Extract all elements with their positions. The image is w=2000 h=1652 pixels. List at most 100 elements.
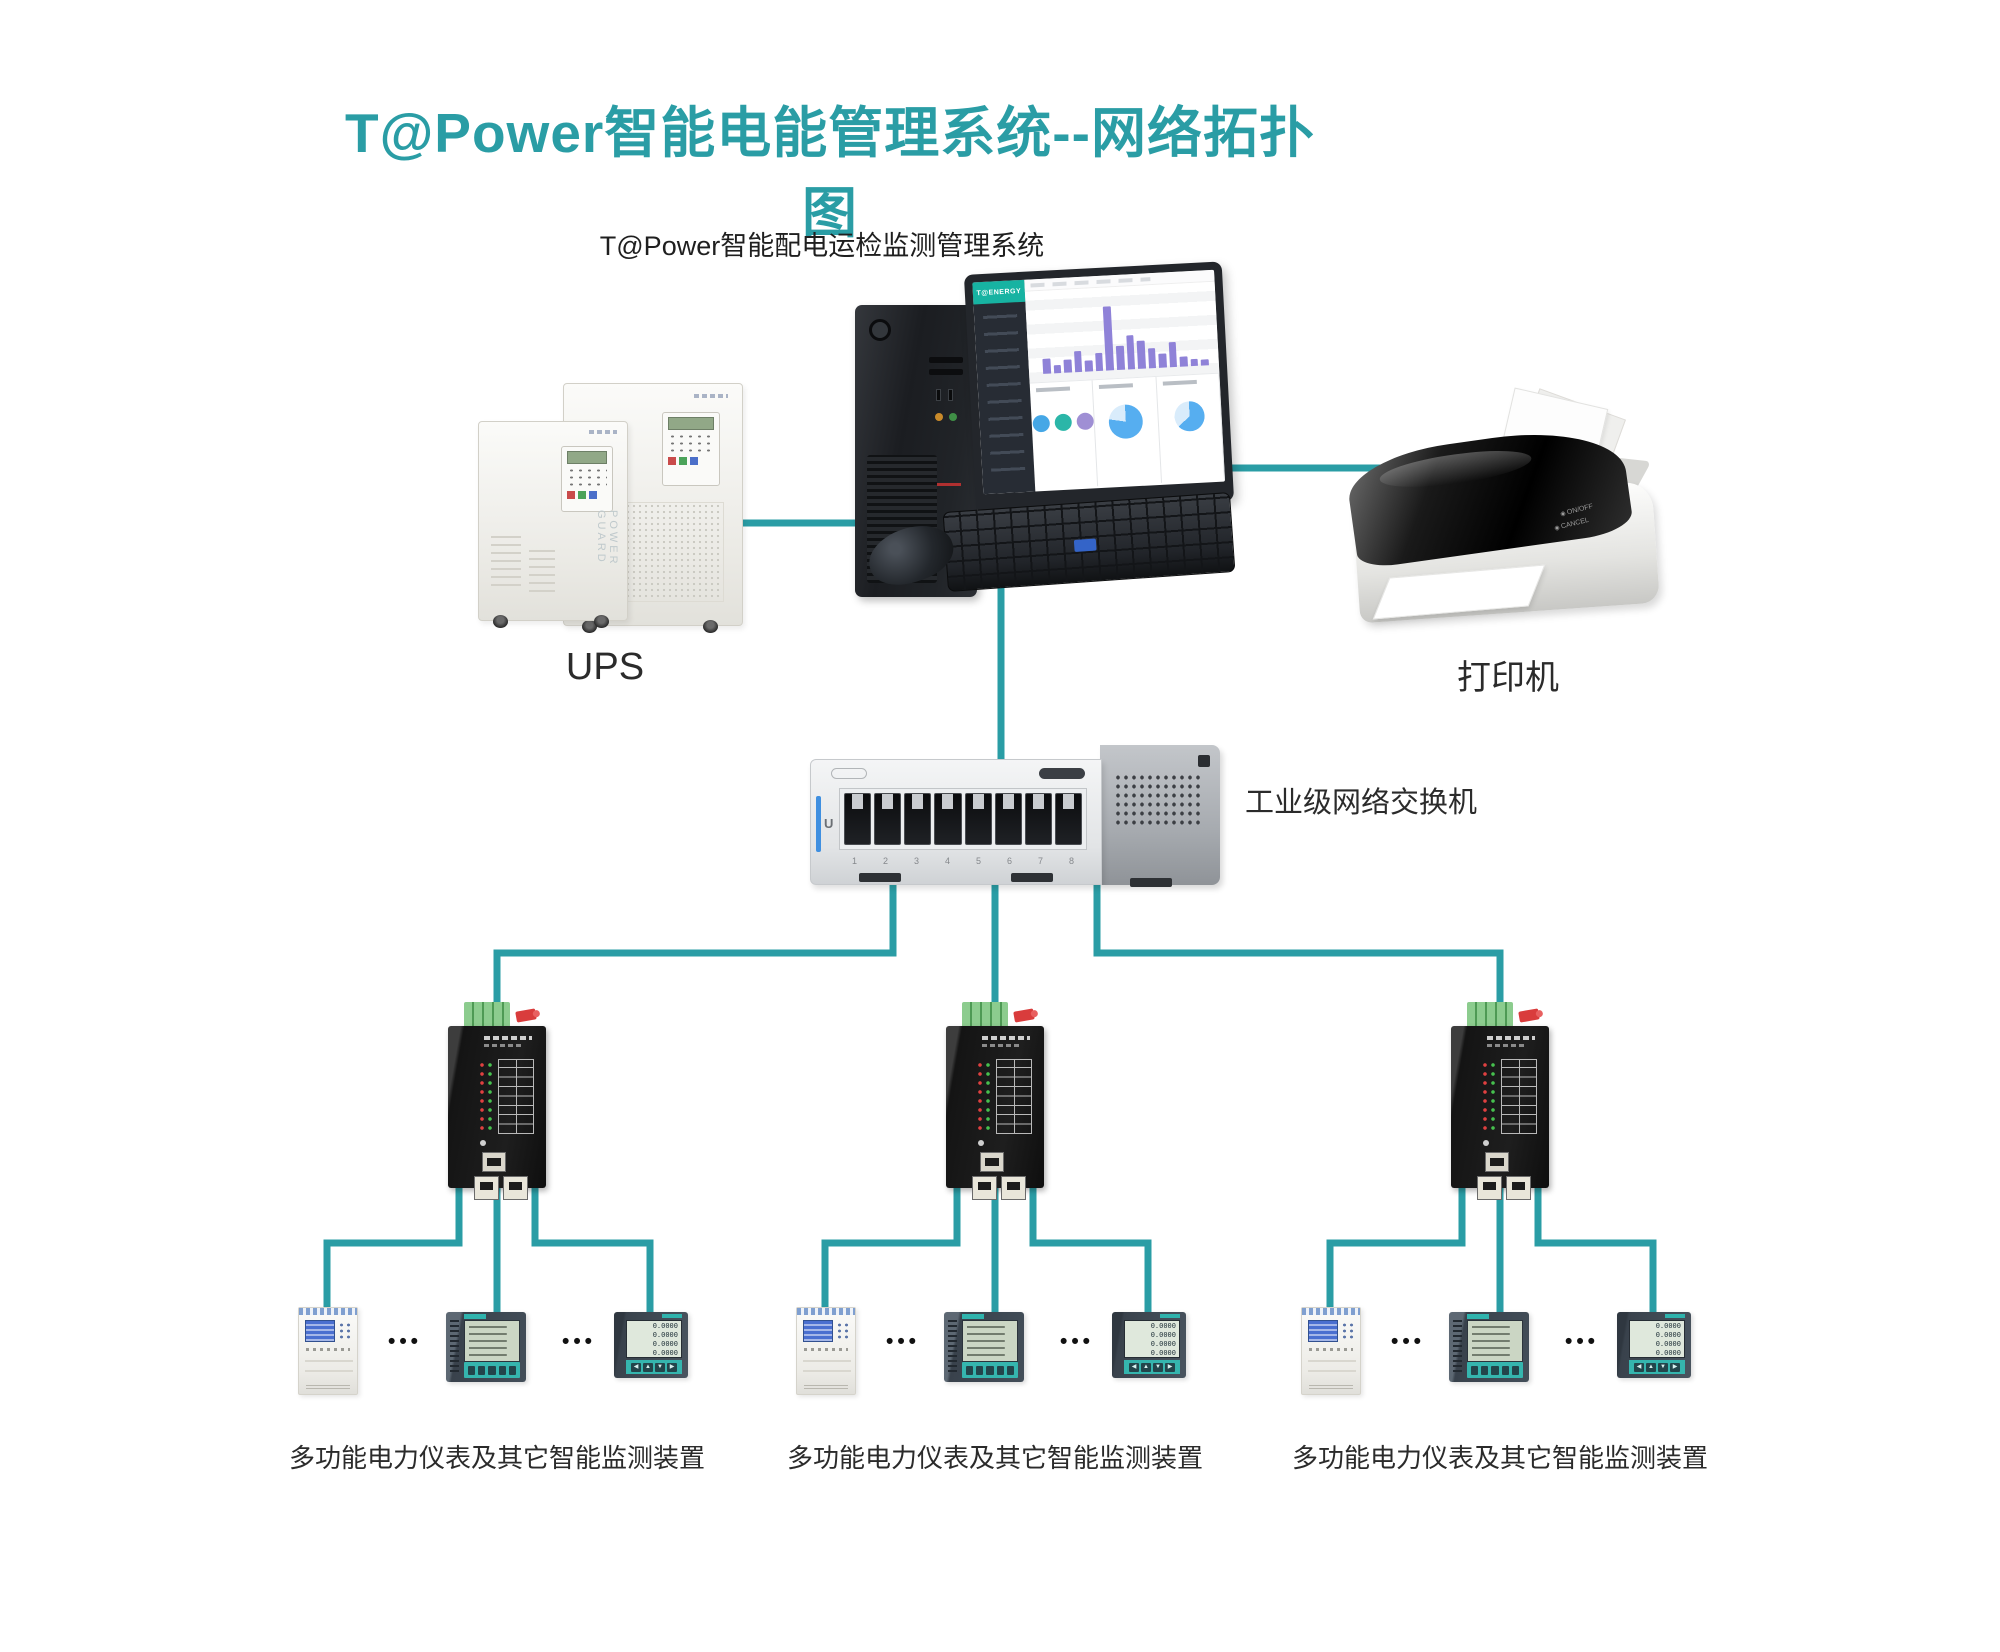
wire-switch-gateway-left	[493, 880, 897, 1012]
ups-lcd	[567, 451, 607, 464]
meter-lcd	[1467, 1320, 1523, 1362]
meter-brand-tag	[1665, 1314, 1685, 1318]
relay-footer-text	[306, 1383, 350, 1389]
ellipsis-separator: •••	[1059, 1330, 1095, 1353]
relay-indicators	[306, 1348, 350, 1351]
gateway-label-table	[498, 1059, 534, 1134]
gateway-ethernet-ports	[972, 1176, 1026, 1200]
ethernet-port	[994, 793, 1022, 845]
ups-wheel	[493, 615, 508, 628]
ups-wheel	[582, 620, 597, 633]
relay-keys	[338, 1322, 352, 1340]
switch-label: 工业级网络交换机	[1245, 787, 1478, 819]
meter-arrow-keys: ◀▲▼▶	[626, 1360, 682, 1374]
wire-switch-gateway-right	[1093, 880, 1504, 1012]
ups-indicator-keys	[668, 457, 714, 465]
switch-foot	[1130, 878, 1172, 887]
meter-keypad	[464, 1362, 520, 1378]
ups-brand-mark	[694, 394, 728, 398]
printer-label: 打印机	[1457, 659, 1559, 697]
gateway-ethernet-port	[482, 1152, 506, 1172]
gateway-reset-button	[978, 1140, 984, 1146]
gateway-device	[440, 1000, 554, 1200]
ups-buttons	[567, 467, 607, 489]
meter-arrow-keys: ◀▲▼▶	[1124, 1360, 1180, 1374]
meter-group-2: ••• ••• 0.0000 0.0000 0.0000 0.0000 ◀▲▼▶…	[765, 1000, 1225, 1480]
protection-relay	[298, 1307, 358, 1395]
gateway-red-connector	[515, 1008, 537, 1023]
wire-gw1-meter1	[323, 1184, 463, 1312]
pc-audio-jack	[949, 413, 957, 421]
relay-keys	[836, 1322, 850, 1340]
system-subtitle: T@Power智能配电运检监测管理系统	[599, 231, 1045, 261]
screen-logo: T@ENERGY	[972, 279, 1026, 305]
gateway-body	[1451, 1026, 1549, 1200]
ellipsis-separator: •••	[885, 1330, 921, 1353]
pc-accent-stripe	[931, 483, 961, 486]
ups-buttons	[668, 433, 714, 455]
monitor: T@ENERGY	[963, 261, 1235, 515]
switch-foot	[859, 873, 901, 882]
meter-keypad	[962, 1362, 1018, 1378]
gateway-terminal-block	[464, 1002, 510, 1028]
wire-gw2-meter1	[821, 1184, 961, 1312]
screen-bar-chart	[1024, 281, 1220, 384]
screen-panel-pie	[1156, 373, 1225, 483]
gateway-brand-mark	[1487, 1036, 1535, 1040]
relay-seam	[305, 1360, 353, 1362]
monitor-screen: T@ENERGY	[972, 269, 1226, 495]
meter-vents	[450, 1320, 459, 1372]
gateway-label-table	[996, 1059, 1032, 1134]
ups-vent-slots	[529, 544, 555, 592]
gateway-body	[448, 1026, 546, 1200]
meter-group-label: 多功能电力仪表及其它智能监测装置	[288, 1443, 705, 1473]
ellipsis-separator: •••	[1564, 1330, 1600, 1353]
switch-side-panel	[1100, 745, 1220, 885]
ellipsis-separator: •••	[1390, 1330, 1426, 1353]
pc-drive-slot	[929, 357, 963, 363]
screen-panel-pie	[1092, 376, 1162, 487]
pc-power-button	[869, 319, 891, 341]
gateway-reset-button	[480, 1140, 486, 1146]
digital-power-meter: 0.0000 0.0000 0.0000 0.0000 ◀▲▼▶	[1617, 1312, 1691, 1378]
pc-drive-slot	[929, 369, 963, 375]
relay-seam	[803, 1360, 851, 1362]
relay-keys	[1341, 1322, 1355, 1340]
meter-digit-display: 0.0000 0.0000 0.0000 0.0000	[1124, 1320, 1180, 1358]
switch-vent-holes	[1114, 773, 1200, 825]
ethernet-port	[1054, 793, 1082, 845]
digital-power-meter: 0.0000 0.0000 0.0000 0.0000 ◀▲▼▶	[614, 1312, 688, 1378]
meter-keypad	[1467, 1362, 1523, 1378]
ups-lcd	[668, 417, 714, 430]
relay-seam	[803, 1370, 851, 1372]
switch-led-strip	[816, 796, 821, 852]
meter-digit-display: 0.0000 0.0000 0.0000 0.0000	[626, 1320, 682, 1358]
ups-indicator-keys	[567, 491, 607, 499]
protection-relay	[796, 1307, 856, 1395]
meter-brand-tag	[662, 1314, 682, 1318]
meter-arrow-keys: ◀▲▼▶	[1629, 1360, 1685, 1374]
printer-device: ON/OFF CANCEL	[1343, 387, 1670, 645]
management-computer: T@ENERGY	[840, 261, 1270, 625]
wire-gw3-meter3	[1534, 1184, 1657, 1316]
screen-panels	[1029, 373, 1225, 490]
screen-main	[1024, 269, 1225, 492]
gateway-brand-mark	[982, 1044, 1022, 1047]
relay-seam	[305, 1370, 353, 1372]
gateway-brand-mark	[1487, 1044, 1527, 1047]
relay-header	[1302, 1308, 1360, 1315]
relay-header	[797, 1308, 855, 1315]
ups-brand-mark	[589, 430, 617, 434]
ups-vent-slots	[491, 532, 521, 586]
meter-group-label: 多功能电力仪表及其它智能监测装置	[1291, 1443, 1708, 1473]
meter-brand-tag	[1467, 1314, 1489, 1319]
gateway-label-table	[1501, 1059, 1537, 1134]
gateway-brand-mark	[484, 1044, 524, 1047]
screen-menu-items	[982, 310, 1026, 472]
meter-vents	[948, 1320, 957, 1372]
meter-group-label: 多功能电力仪表及其它智能监测装置	[786, 1443, 1203, 1473]
meter-group-3: ••• ••• 0.0000 0.0000 0.0000 0.0000 ◀▲▼▶…	[1270, 1000, 1730, 1480]
